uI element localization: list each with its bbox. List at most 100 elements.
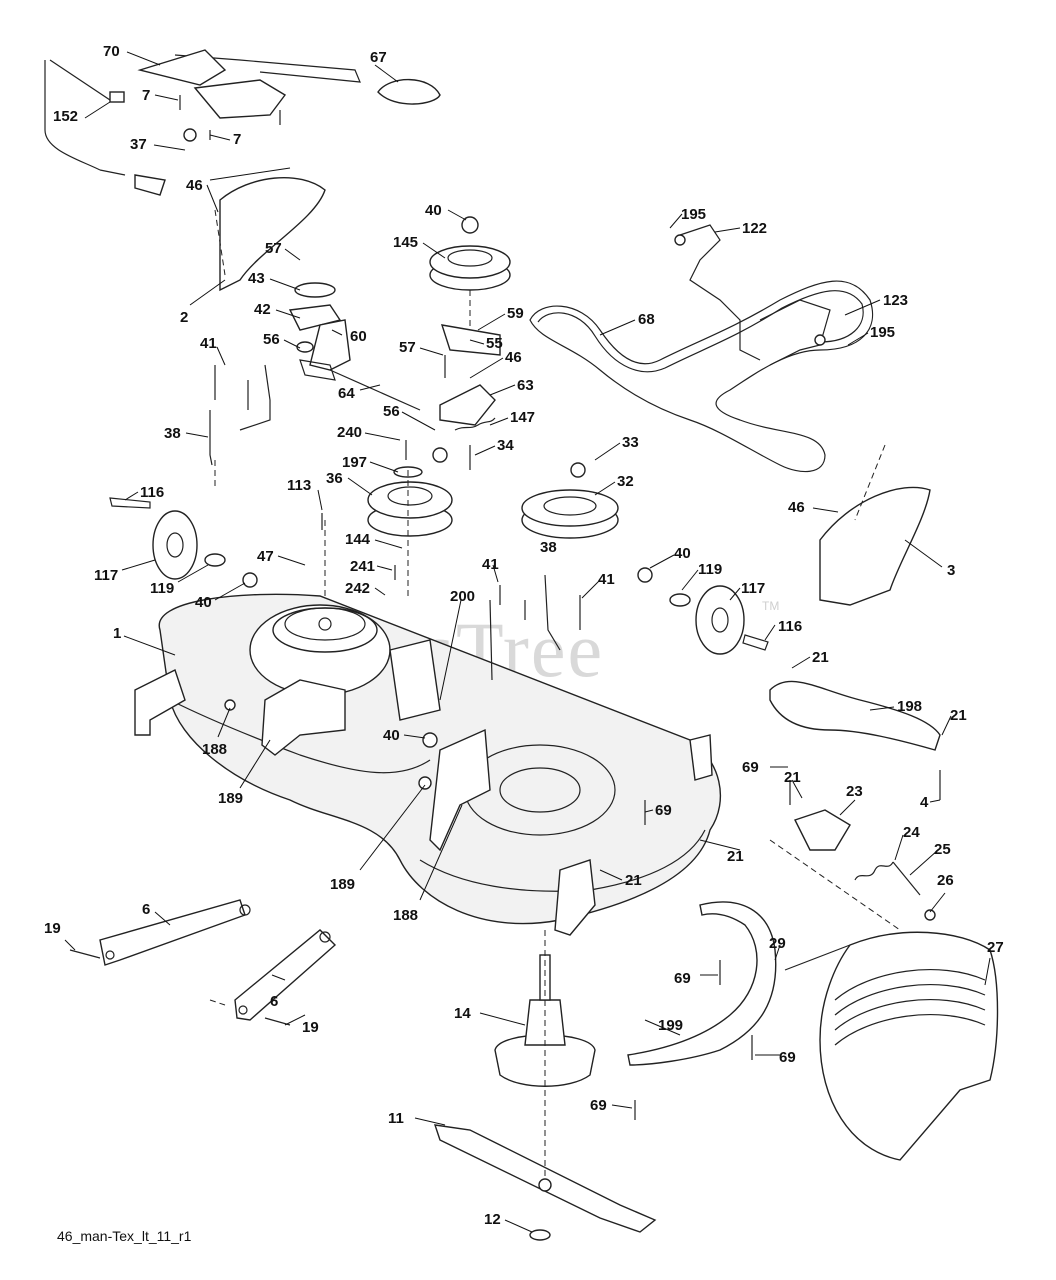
callout-24: 24 [903,824,920,841]
callout-2: 2 [180,309,188,326]
idler-bracket [432,324,501,463]
callout-32: 32 [617,473,634,490]
callout-113: 113 [287,477,311,494]
callout-38: 38 [164,425,181,442]
idler-arm [288,282,421,411]
callout-195: 195 [681,206,706,223]
callout-195: 195 [870,324,895,341]
callout-199: 199 [658,1017,683,1034]
callout-40: 40 [383,727,400,744]
callout-25: 25 [934,841,951,858]
callout-63: 63 [517,377,534,394]
callout-119: 119 [698,561,722,578]
callout-123: 123 [883,292,908,309]
knob [377,78,441,105]
callout-145: 145 [393,234,418,251]
callout-19: 19 [44,920,61,937]
blade-bolt [529,1229,551,1241]
callout-188: 188 [202,741,227,758]
diagram-code: 46_man-Tex_lt_11_r1 [57,1228,192,1244]
callout-41: 41 [200,335,217,352]
callout-116: 116 [140,484,164,501]
callout-117: 117 [94,567,118,584]
callout-43: 43 [248,270,265,287]
callout-241: 241 [350,558,375,575]
callout-69: 69 [674,970,691,987]
callout-7: 7 [233,131,241,148]
callout-189: 189 [330,876,355,893]
callout-21: 21 [950,707,967,724]
callout-41: 41 [482,556,499,573]
callout-labels: 70 67 7 7 152 37 7 46 2 57 43 42 60 56 6… [44,43,1004,1228]
callout-11: 11 [388,1110,404,1127]
callout-67: 67 [370,49,387,66]
belt-guard-left [219,176,326,292]
discharge-chute [819,931,999,1161]
pulley-right [521,462,619,539]
mower-blade [433,1124,657,1233]
callout-69: 69 [779,1049,796,1066]
callout-70: 70 [103,43,120,60]
callout-69: 69 [590,1097,607,1114]
baffle-front [769,680,941,751]
callout-21: 21 [784,769,801,786]
callout-19: 19 [302,1019,319,1036]
callout-3: 3 [947,562,955,579]
callout-47: 47 [257,548,274,565]
callout-42: 42 [254,301,271,318]
chute-hinge [769,809,936,931]
watermark-trademark: TM [762,599,779,613]
callout-197: 197 [342,454,367,471]
callout-69: 69 [655,802,672,819]
callout-147: 147 [510,409,535,426]
callout-117: 117 [741,580,765,597]
callout-57: 57 [265,240,282,257]
callout-40: 40 [674,545,691,562]
callout-7: 7 [142,87,150,104]
callout-21: 21 [812,649,829,666]
belt-guard-right [819,486,931,606]
callout-200: 200 [450,588,475,605]
callout-152: 152 [53,108,78,125]
assembly-lines [209,209,886,1180]
mower-deck [134,593,722,936]
callout-38: 38 [540,539,557,556]
callout-188: 188 [393,907,418,924]
chute-rod [784,944,851,971]
callout-60: 60 [350,328,367,345]
callout-56: 56 [383,403,400,420]
lift-rod-assembly [44,49,361,196]
callout-40: 40 [425,202,442,219]
callout-33: 33 [622,434,639,451]
callout-144: 144 [345,531,371,548]
callout-57: 57 [399,339,416,356]
callout-12: 12 [484,1211,501,1228]
callout-37: 37 [130,136,147,153]
belt-guide [674,224,831,366]
callout-21: 21 [727,848,744,865]
fasteners [69,355,941,1120]
baffle-rear [627,901,777,1066]
pulley-middle [367,466,453,537]
callout-29: 29 [769,935,786,952]
callout-189: 189 [218,790,243,807]
callout-55: 55 [486,335,503,352]
callout-21: 21 [625,872,642,889]
callout-46: 46 [788,499,805,516]
leader-lines [64,51,991,1233]
callout-6: 6 [270,993,278,1010]
callout-64: 64 [338,385,355,402]
callout-27: 27 [987,939,1004,956]
callout-4: 4 [920,794,929,811]
callout-46: 46 [186,177,203,194]
callout-6: 6 [142,901,150,918]
hanger-bracket-lower [234,929,337,1021]
callout-56: 56 [263,331,280,348]
callout-26: 26 [937,872,954,889]
callout-14: 14 [454,1005,471,1022]
callout-40: 40 [195,594,212,611]
gauge-wheel-right [637,567,769,655]
drive-belt [529,280,874,473]
lift-links [209,364,561,681]
callout-34: 34 [497,437,514,454]
